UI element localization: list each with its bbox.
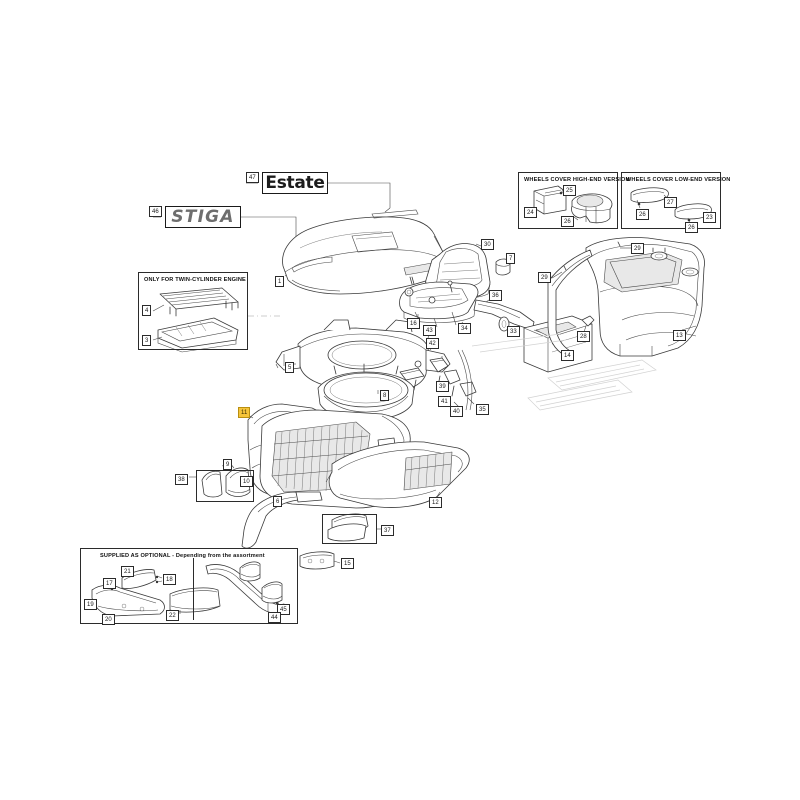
part-label-1[interactable]: 1 — [275, 276, 285, 287]
stiga-badge-text: STIGA — [171, 207, 235, 227]
inset-frame-part-37 — [322, 514, 377, 544]
part-label-44[interactable]: 44 — [268, 612, 281, 623]
part-label-45[interactable]: 45 — [277, 604, 290, 615]
optional-parts-right — [205, 561, 287, 614]
part-label-24[interactable]: 24 — [524, 207, 537, 218]
part-label-6[interactable]: 6 — [273, 496, 283, 507]
part-label-3[interactable]: 3 — [142, 335, 152, 346]
part-label-12[interactable]: 12 — [429, 497, 442, 508]
part-label-14[interactable]: 14 — [561, 350, 574, 361]
group-box-twin-cylinder-engine — [138, 272, 248, 350]
part-label-28[interactable]: 28 — [577, 331, 590, 342]
part-label-15[interactable]: 15 — [341, 558, 354, 569]
inset-frame-part-38 — [196, 470, 254, 502]
part-label-22[interactable]: 22 — [166, 610, 179, 621]
estate-badge: Estate — [262, 172, 328, 194]
estate-badge-text: Estate — [265, 173, 325, 193]
part-label-41[interactable]: 41 — [438, 396, 451, 407]
part-label-11[interactable]: 11 — [238, 407, 251, 418]
twin-cylinder-parts — [152, 287, 282, 353]
part-label-29-left[interactable]: 29 — [538, 272, 551, 283]
part-label-8[interactable]: 8 — [380, 390, 390, 401]
group-box-wheels-cover-high-end — [518, 172, 618, 229]
ghost-parts — [471, 333, 657, 411]
part-label-21[interactable]: 21 — [121, 566, 134, 577]
optional-parts-left — [91, 569, 221, 618]
part-label-43[interactable]: 43 — [423, 325, 436, 336]
part-label-27[interactable]: 27 — [664, 197, 677, 208]
group-title-wheels-cover-high-end: WHEELS COVER HIGH-END VERSION — [524, 177, 630, 183]
part-label-7[interactable]: 7 — [506, 253, 516, 264]
extra-leaders — [399, 321, 477, 411]
group-title-twin-cylinder-engine: ONLY FOR TWIN-CYLINDER ENGINE — [144, 277, 246, 283]
inset-38-parts — [189, 461, 254, 498]
group-title-wheels-cover-low-end: WHEELS COVER LOW-END VERSION — [626, 177, 731, 183]
group-box-wheels-cover-low-end — [621, 172, 721, 229]
part-label-13[interactable]: 13 — [673, 330, 686, 341]
part-label-4[interactable]: 4 — [142, 305, 152, 316]
part-label-36[interactable]: 36 — [489, 290, 502, 301]
part-label-33[interactable]: 33 — [507, 326, 520, 337]
part-label-17[interactable]: 17 — [103, 578, 116, 589]
part-label-30[interactable]: 30 — [481, 239, 494, 250]
part-label-35[interactable]: 35 — [476, 404, 489, 415]
side-skirt-assembly — [221, 462, 323, 549]
group-box-optional-divider — [193, 558, 194, 620]
part-label-34[interactable]: 34 — [458, 323, 471, 334]
part-label-20[interactable]: 20 — [102, 614, 115, 625]
part-label-38[interactable]: 38 — [175, 474, 188, 485]
group-box-supplied-as-optional — [80, 548, 298, 624]
part-label-40[interactable]: 40 — [450, 406, 463, 417]
part-label-10[interactable]: 10 — [240, 476, 253, 487]
group-title-supplied-as-optional: SUPPLIED AS OPTIONAL - Depending from th… — [100, 553, 265, 559]
part-label-18[interactable]: 18 — [163, 574, 176, 585]
hood-assembly — [282, 209, 446, 295]
part-label-16[interactable]: 16 — [407, 318, 420, 329]
part-label-26[interactable]: 26 — [561, 216, 574, 227]
part-label-19[interactable]: 19 — [84, 599, 97, 610]
part-label-47[interactable]: 47 — [246, 172, 259, 183]
part-label-9[interactable]: 9 — [223, 459, 233, 470]
front-bumper-assembly — [325, 441, 470, 508]
dashboard-frame-assembly — [399, 276, 535, 332]
part-label-46[interactable]: 46 — [149, 206, 162, 217]
part-label-37[interactable]: 37 — [381, 525, 394, 536]
part-label-29-right[interactable]: 29 — [631, 243, 644, 254]
part-label-25[interactable]: 25 — [563, 185, 576, 196]
part-label-23[interactable]: 23 — [703, 212, 716, 223]
part-label-5[interactable]: 5 — [285, 362, 295, 373]
wheels-cover-high-end-parts — [533, 185, 613, 224]
rear-body-assembly — [547, 237, 705, 357]
part-label-26-low-right[interactable]: 26 — [685, 222, 698, 233]
wheels-cover-low-end-parts — [630, 187, 712, 225]
part-label-39[interactable]: 39 — [436, 381, 449, 392]
inset-37-parts — [327, 513, 382, 542]
part-label-42[interactable]: 42 — [426, 338, 439, 349]
stiga-badge: STIGA — [165, 206, 241, 228]
part-15-trim — [299, 551, 341, 570]
part-label-26-low-left[interactable]: 26 — [636, 209, 649, 220]
